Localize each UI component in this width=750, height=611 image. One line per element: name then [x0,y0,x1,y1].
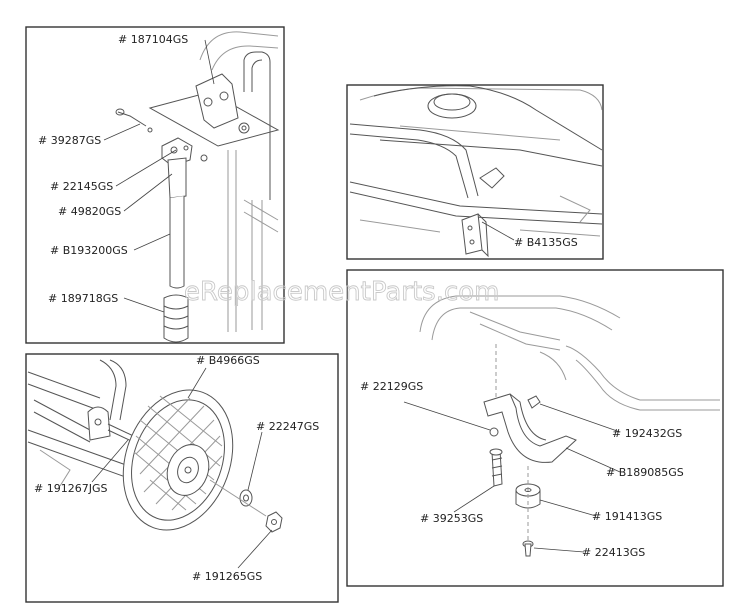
label-b189085gs: # B189085GS [606,466,684,479]
label-187104gs: # 187104GS [118,33,188,46]
frame-bracket-drawing [349,85,603,258]
handle-assembly-drawing [115,31,280,343]
foot-bracket-labels: # 22129GS # 192432GS # B189085GS # 39253… [360,380,684,559]
handle-assembly-leaders [103,39,215,313]
panel-foot-bracket: # 22129GS # 192432GS # B189085GS # 39253… [346,269,724,587]
label-39253gs: # 39253GS [420,512,483,525]
foot-bracket-leaders [403,401,621,553]
panel-handle-assembly: # 187104GS # 39287GS # 22145GS # 49820GS… [25,26,285,344]
panel-frame-bracket: # B4135GS [346,84,604,260]
label-49820gs: # 49820GS [58,205,121,218]
wheel-assembly-labels: # B4966GS # 22247GS # 191267JGS # 191265… [34,354,319,583]
wheel-assembly-leaders [91,367,273,569]
watermark-text: eReplacementParts.com [184,277,500,307]
handle-assembly-labels: # 187104GS # 39287GS # 22145GS # 49820GS… [38,33,188,305]
label-39287gs: # 39287GS [38,134,101,147]
nut-191265gs [265,511,283,533]
label-192432gs: # 192432GS [612,427,682,440]
frame-bracket-leader [481,221,515,241]
label-22247gs: # 22247GS [256,420,319,433]
label-191267jgs: # 191267JGS [34,482,107,495]
label-b193200gs: # B193200GS [50,244,128,257]
label-189718gs: # 189718GS [48,292,118,305]
panel-wheel-assembly: # B4966GS # 22247GS # 191267JGS # 191265… [25,353,339,603]
washer-22247gs [239,489,253,507]
label-22413gs: # 22413GS [582,546,645,559]
label-22145gs: # 22145GS [50,180,113,193]
label-22129gs: # 22129GS [360,380,423,393]
wheel-assembly-drawing [27,359,283,533]
label-191265gs: # 191265GS [192,570,262,583]
label-b4135gs: # B4135GS [514,236,578,249]
foot-bracket-drawing [419,295,720,557]
wheel-tire [122,389,234,531]
label-b4966gs: # B4966GS [196,354,260,367]
label-191413gs: # 191413GS [592,510,662,523]
